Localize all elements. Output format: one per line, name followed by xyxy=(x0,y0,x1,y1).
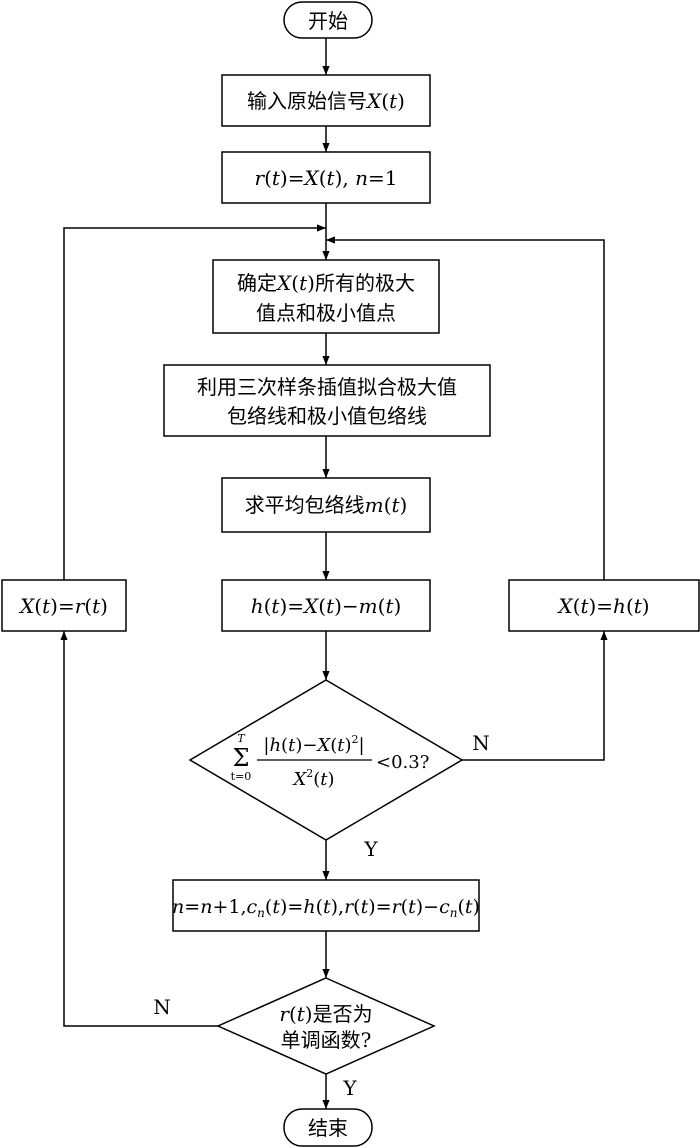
monotonic-no-label: N xyxy=(153,995,171,1019)
x-eq-r-box xyxy=(1,579,127,632)
end-terminal xyxy=(283,1108,373,1147)
edge-x-eq-r-loop xyxy=(63,224,326,580)
x-eq-r-label: X(t)=r(t) xyxy=(18,594,108,618)
fraction-denominator: X2(t) xyxy=(291,767,334,790)
spline-label-line1: 利用三次样条插值拟合极大值 xyxy=(197,375,457,399)
end-label: 结束 xyxy=(308,1116,348,1140)
start-terminal xyxy=(283,1,373,39)
spline-box xyxy=(163,364,491,437)
mean-label: 求平均包络线m(t) xyxy=(245,493,408,517)
input-label: 输入原始信号X(t) xyxy=(247,89,405,113)
extrema-label-line1: 确定X(t)所有的极大 xyxy=(237,271,415,295)
sum-upper-limit: T xyxy=(237,732,246,745)
h-calc-label: h(t)=X(t)−m(t) xyxy=(251,594,402,618)
criterion-no-label: N xyxy=(472,731,490,755)
x-eq-h-box xyxy=(508,579,700,632)
edge-criterion-no xyxy=(462,631,608,761)
x-eq-h-label: X(t)=h(t) xyxy=(556,594,649,618)
init-label: r(t)=X(t), n=1 xyxy=(255,166,398,190)
input-box xyxy=(221,74,431,127)
edge-monotonic-no xyxy=(60,631,218,1027)
monotonic-label-line1: r(t)是否为 xyxy=(279,1002,372,1026)
criterion-yes-label: Y xyxy=(363,837,378,861)
fraction-numerator: |h(t)−X(t)2| xyxy=(263,733,364,756)
update-box xyxy=(172,879,480,932)
monotonic-yes-label: Y xyxy=(342,1076,357,1100)
update-label: n=n+1,cn(t)=h(t),r(t)=r(t)−cn(t) xyxy=(172,896,480,920)
extrema-box xyxy=(212,259,440,334)
monotonic-diamond xyxy=(216,977,436,1075)
monotonic-label-line2: 单调函数? xyxy=(281,1028,372,1052)
extrema-label-line2: 值点和极小值点 xyxy=(256,301,396,325)
spline-label-line2: 包络线和极小值包络线 xyxy=(227,404,427,428)
sum-lower-limit: t=0 xyxy=(231,770,252,783)
criterion-threshold: <0.3? xyxy=(376,752,429,773)
start-label: 开始 xyxy=(308,9,348,33)
edge-x-eq-h-loop xyxy=(326,236,605,580)
criterion-formula: T Σ t=0 |h(t)−X(t)2| X2(t) <0.3? xyxy=(231,732,430,790)
sigma-symbol: Σ xyxy=(233,744,250,772)
